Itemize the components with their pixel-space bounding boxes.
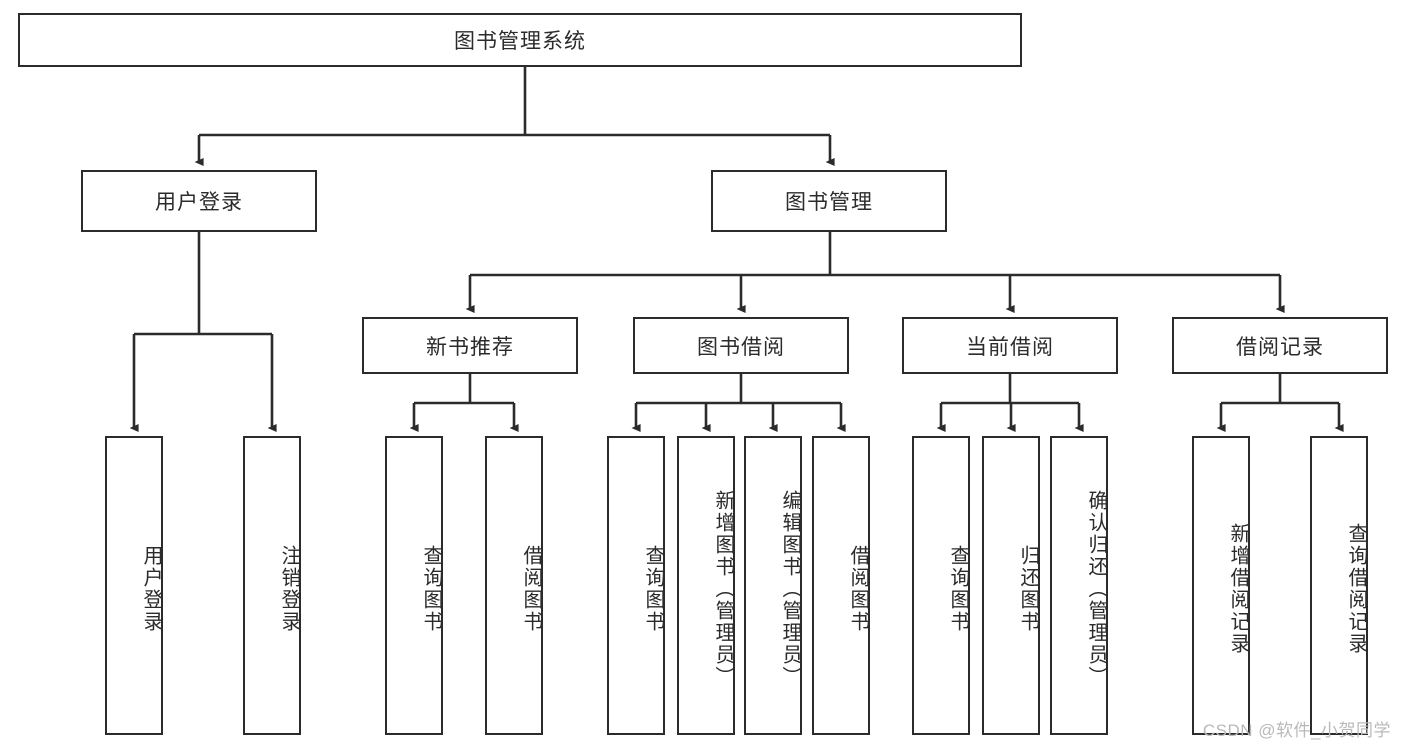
node-current-borrow[interactable]: 当前借阅	[902, 317, 1118, 374]
node-leaf-borrow-book-label: 借阅图书	[847, 544, 869, 633]
node-leaf-borrow-book-rec[interactable]: 借阅图书	[485, 436, 543, 735]
node-borrow-record[interactable]: 借阅记录	[1172, 317, 1388, 374]
node-leaf-query-book-cur[interactable]: 查询图书	[912, 436, 970, 735]
node-book-borrow-label: 图书借阅	[697, 335, 785, 359]
node-leaf-add-book[interactable]: 新增图书（管理员）	[677, 436, 735, 735]
node-leaf-logout[interactable]: 注销登录	[243, 436, 301, 735]
node-borrow-record-label: 借阅记录	[1236, 335, 1324, 359]
node-leaf-edit-book[interactable]: 编辑图书（管理员）	[744, 436, 802, 735]
node-leaf-add-record[interactable]: 新增借阅记录	[1192, 436, 1250, 735]
node-book-manage-label: 图书管理	[785, 191, 873, 214]
node-leaf-query-book-rec[interactable]: 查询图书	[385, 436, 443, 735]
node-user-login-label: 用户登录	[155, 191, 243, 214]
node-leaf-return-book-label: 归还图书	[1017, 544, 1039, 633]
node-leaf-query-book-rec-label: 查询图书	[420, 544, 442, 633]
node-user-login[interactable]: 用户登录	[81, 170, 317, 232]
node-leaf-return-book[interactable]: 归还图书	[982, 436, 1040, 735]
node-leaf-query-record-label: 查询借阅记录	[1345, 522, 1367, 655]
node-leaf-query-book-cur-label: 查询图书	[947, 544, 969, 633]
node-leaf-add-book-label: 新增图书（管理员）	[712, 489, 734, 688]
node-root-label: 图书管理系统	[454, 30, 586, 53]
node-leaf-query-record[interactable]: 查询借阅记录	[1310, 436, 1368, 735]
node-current-borrow-label: 当前借阅	[966, 335, 1054, 359]
node-leaf-user-login-label: 用户登录	[140, 544, 162, 633]
node-leaf-borrow-book-rec-label: 借阅图书	[520, 544, 542, 633]
node-leaf-borrow-book[interactable]: 借阅图书	[812, 436, 870, 735]
node-new-book-rec-label: 新书推荐	[426, 335, 514, 359]
node-book-manage[interactable]: 图书管理	[711, 170, 947, 232]
node-leaf-query-book[interactable]: 查询图书	[607, 436, 665, 735]
node-new-book-rec[interactable]: 新书推荐	[362, 317, 578, 374]
node-leaf-logout-label: 注销登录	[278, 544, 300, 633]
node-leaf-edit-book-label: 编辑图书（管理员）	[779, 489, 801, 688]
node-leaf-query-book-label: 查询图书	[642, 544, 664, 633]
node-root[interactable]: 图书管理系统	[18, 13, 1022, 67]
node-leaf-user-login[interactable]: 用户登录	[105, 436, 163, 735]
node-book-borrow[interactable]: 图书借阅	[633, 317, 849, 374]
csdn-watermark: CSDN @软件_小贺同学	[1202, 721, 1391, 740]
node-leaf-confirm-return[interactable]: 确认归还（管理员）	[1050, 436, 1108, 735]
node-leaf-add-record-label: 新增借阅记录	[1227, 522, 1249, 655]
node-leaf-confirm-return-label: 确认归还（管理员）	[1085, 489, 1107, 688]
